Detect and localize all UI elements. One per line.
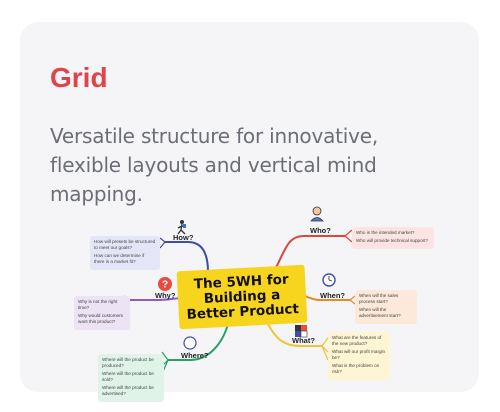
person-icon bbox=[310, 206, 324, 222]
how-notes: How will presets be structured to meet o… bbox=[90, 236, 160, 270]
where-notes: Where will the product be produced? Wher… bbox=[98, 354, 164, 402]
mind-map-illustration: Who? When? What? How? Why? Where? ? bbox=[60, 200, 460, 402]
card-subtitle: Versatile structure for innovative, flex… bbox=[50, 124, 379, 206]
compass-icon bbox=[183, 336, 197, 350]
how-label: How? bbox=[173, 233, 194, 242]
svg-text:?: ? bbox=[162, 280, 168, 291]
what-label: What? bbox=[292, 336, 315, 345]
how-connector bbox=[165, 241, 209, 273]
where-label: Where? bbox=[181, 351, 209, 360]
hiker-icon bbox=[177, 220, 187, 235]
card-title: Grid bbox=[50, 62, 108, 93]
who-label: Who? bbox=[310, 226, 331, 235]
when-label: When? bbox=[320, 291, 345, 300]
why-label: Why? bbox=[155, 291, 176, 300]
who-notes: Who is the intended market? Who will pro… bbox=[352, 227, 434, 249]
when-notes: When will the sales process start? When … bbox=[355, 290, 417, 324]
question-icon: ? bbox=[158, 277, 172, 291]
where-connector bbox=[168, 323, 229, 361]
shapes-icon bbox=[295, 325, 308, 338]
central-topic: The 5WH for Building a Better Product bbox=[176, 264, 308, 330]
feature-card bbox=[20, 22, 479, 392]
why-notes: Why is not the right time? Why would cus… bbox=[74, 296, 130, 330]
what-notes: What are the features of the new product… bbox=[328, 332, 390, 380]
clock-icon bbox=[322, 273, 336, 287]
